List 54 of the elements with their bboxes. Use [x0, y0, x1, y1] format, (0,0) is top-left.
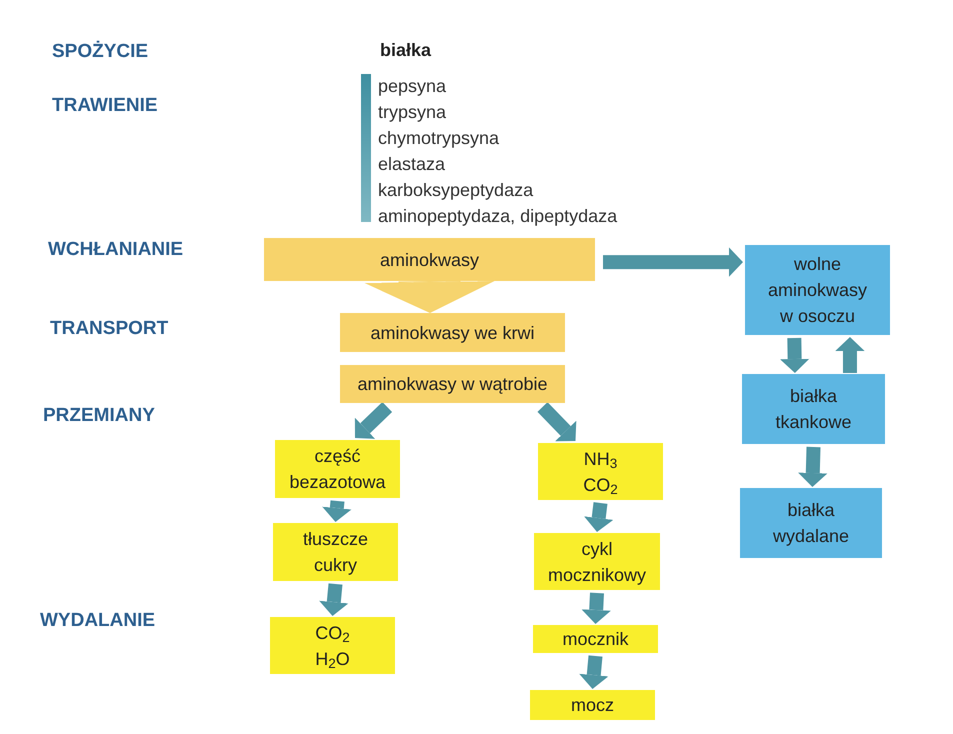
arrow [835, 337, 865, 373]
process-box [530, 690, 655, 720]
arrow [364, 280, 495, 313]
process-box [273, 523, 398, 581]
box-text: aminokwasy [380, 248, 480, 272]
enzyme-label: trypsyna [378, 101, 446, 124]
arrow [798, 446, 828, 487]
box-text: tłuszcze [302, 528, 368, 551]
arrow [537, 402, 576, 442]
process-box [740, 488, 882, 558]
process-box [742, 374, 885, 444]
arrow [322, 500, 352, 522]
box-text: aminokwasy we krwi [370, 322, 535, 345]
process-box [340, 365, 565, 403]
box-text: NH$_{3}$ [584, 448, 618, 472]
box-text: cykl mocznikowy [546, 538, 648, 587]
arrow [603, 247, 743, 277]
process-box [745, 245, 890, 335]
box-text: cukry [314, 554, 357, 577]
box-text: CO$_{2}$ [315, 622, 350, 646]
process-box [275, 440, 400, 498]
enzyme-label: elastaza [378, 153, 446, 176]
stage-label: TRAWIENIE [52, 94, 158, 118]
enzyme-label: chymotrypsyna [378, 127, 500, 150]
process-box [270, 617, 395, 674]
arrow [319, 583, 348, 616]
box-text: białka wydalane [772, 499, 850, 548]
process-box [264, 238, 595, 281]
heading-label: białka [380, 39, 432, 62]
stage-label: SPOŻYCIE [52, 40, 148, 64]
enzyme-label: pepsyna [378, 75, 446, 98]
enzyme-label: aminopeptydaza, dipeptydaza [378, 205, 618, 228]
process-box [533, 625, 658, 653]
process-box [538, 443, 663, 500]
box-text: aminokwasy w wątrobie [357, 373, 548, 396]
arrow [579, 655, 608, 689]
process-box [340, 313, 565, 352]
stage-label: PRZEMIANY [43, 404, 155, 428]
arrow [582, 592, 611, 624]
arrow [584, 502, 614, 532]
box-text: mocznik [562, 628, 628, 651]
box-text: wolne aminokwasy w osoczu [768, 253, 868, 328]
enzyme-label: karboksypeptydaza [378, 179, 534, 202]
box-text: białka tkankowe [774, 385, 853, 434]
box-text: mocz [570, 694, 614, 717]
stage-label: TRANSPORT [50, 317, 168, 341]
box-text: H$_{2}$O [315, 648, 350, 672]
stage-label: WCHŁANIANIE [48, 238, 184, 262]
stage-label: WYDALANIE [40, 609, 156, 633]
arrow [354, 402, 392, 439]
box-text: część bezazotowa [288, 445, 387, 494]
box-text: CO$_{2}$ [583, 474, 618, 498]
arrow [780, 338, 810, 373]
process-box [534, 533, 660, 590]
